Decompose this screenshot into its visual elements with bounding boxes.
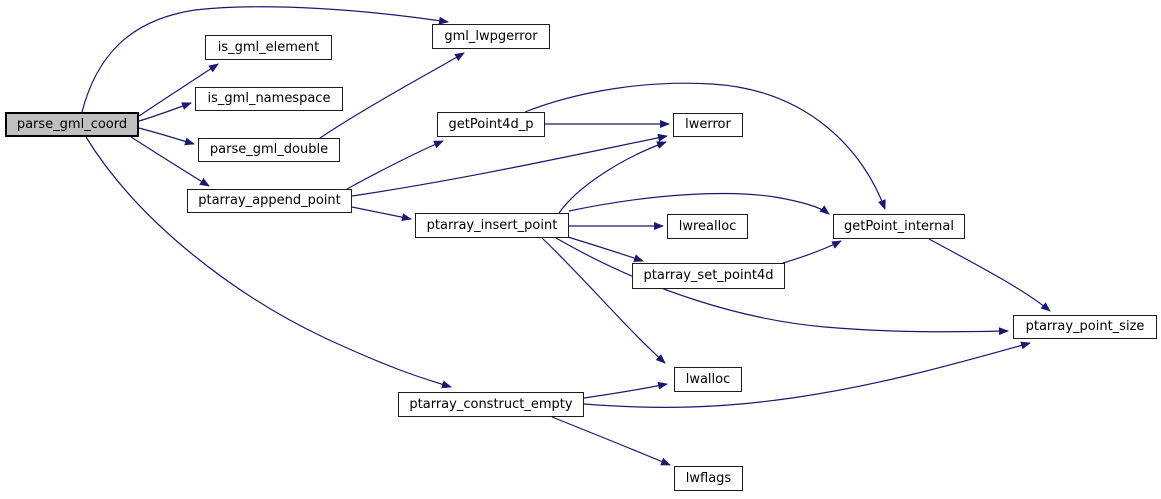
node-label: lwalloc [685, 371, 731, 387]
node-label: ptarray_insert_point [426, 217, 558, 233]
edge-getPoint_internal-to-ptarray_point_size [928, 238, 1051, 312]
edge-ptarray_set_point4d-to-getPoint_internal [782, 240, 842, 264]
node-label: ptarray_construct_empty [409, 396, 573, 412]
edge-ptarray_construct_empty-to-lwflags [551, 416, 671, 466]
node-label: getPoint4d_p [448, 116, 534, 132]
node-is_gml_element[interactable]: is_gml_element [205, 35, 332, 60]
node-label: gml_lwpgerror [444, 28, 538, 44]
node-label: is_gml_element [217, 39, 320, 55]
node-getPoint_internal[interactable]: getPoint_internal [833, 214, 965, 239]
node-lwflags[interactable]: lwflags [674, 466, 743, 491]
edge-ptarray_insert_point-to-ptarray_set_point4d [567, 236, 644, 262]
node-label: ptarray_point_size [1025, 319, 1145, 334]
node-ptarray_construct_empty[interactable]: ptarray_construct_empty [398, 392, 584, 417]
node-label: lwerror [685, 117, 731, 132]
node-parse_gml_double[interactable]: parse_gml_double [198, 138, 340, 162]
node-ptarray_point_size[interactable]: ptarray_point_size [1013, 315, 1157, 339]
edge-parse_gml_coord-to-ptarray_append_point [130, 136, 210, 187]
node-label: is_gml_namespace [207, 91, 331, 106]
node-lwrealloc[interactable]: lwrealloc [667, 214, 748, 239]
node-ptarray_set_point4d[interactable]: ptarray_set_point4d [632, 263, 785, 289]
node-parse_gml_coord[interactable]: parse_gml_coord [5, 112, 139, 137]
node-label: lwflags [685, 470, 732, 486]
edge-parse_gml_coord-to-ptarray_construct_empty [85, 136, 452, 389]
node-ptarray_append_point[interactable]: ptarray_append_point [187, 189, 352, 213]
node-label: ptarray_append_point [198, 193, 341, 208]
node-ptarray_insert_point[interactable]: ptarray_insert_point [415, 213, 569, 238]
node-lwerror[interactable]: lwerror [673, 113, 743, 137]
node-label: parse_gml_coord [16, 116, 128, 132]
node-getPoint4d_p[interactable]: getPoint4d_p [437, 112, 545, 137]
node-is_gml_namespace[interactable]: is_gml_namespace [195, 87, 343, 111]
edge-parse_gml_coord-to-is_gml_namespace [138, 102, 192, 122]
node-lwalloc[interactable]: lwalloc [674, 367, 742, 392]
edge-ptarray_insert_point-to-lwalloc [541, 237, 666, 364]
node-label: parse_gml_double [209, 142, 329, 157]
node-label: lwrealloc [678, 218, 737, 234]
edge-ptarray_append_point-to-lwerror [351, 133, 668, 197]
edge-getPoint4d_p-to-getPoint_internal [524, 82, 886, 210]
node-label: ptarray_set_point4d [643, 268, 774, 283]
node-gml_lwpgerror[interactable]: gml_lwpgerror [432, 24, 550, 49]
edge-ptarray_construct_empty-to-lwalloc [583, 381, 668, 399]
edge-ptarray_insert_point-to-getPoint_internal [568, 192, 830, 215]
node-label: getPoint_internal [843, 218, 954, 234]
edge-ptarray_insert_point-to-lwerror [558, 141, 667, 214]
edge-ptarray_append_point-to-ptarray_insert_point [351, 206, 412, 222]
edge-ptarray_construct_empty-to-ptarray_point_size [583, 341, 1031, 408]
edge-parse_gml_coord-to-is_gml_element [138, 63, 219, 117]
edge-parse_gml_coord-to-gml_lwpgerror [81, 6, 449, 113]
edge-ptarray_append_point-to-getPoint4d_p [346, 140, 444, 190]
edge-parse_gml_coord-to-parse_gml_double [138, 127, 195, 146]
edge-parse_gml_double-to-gml_lwpgerror [319, 52, 465, 139]
